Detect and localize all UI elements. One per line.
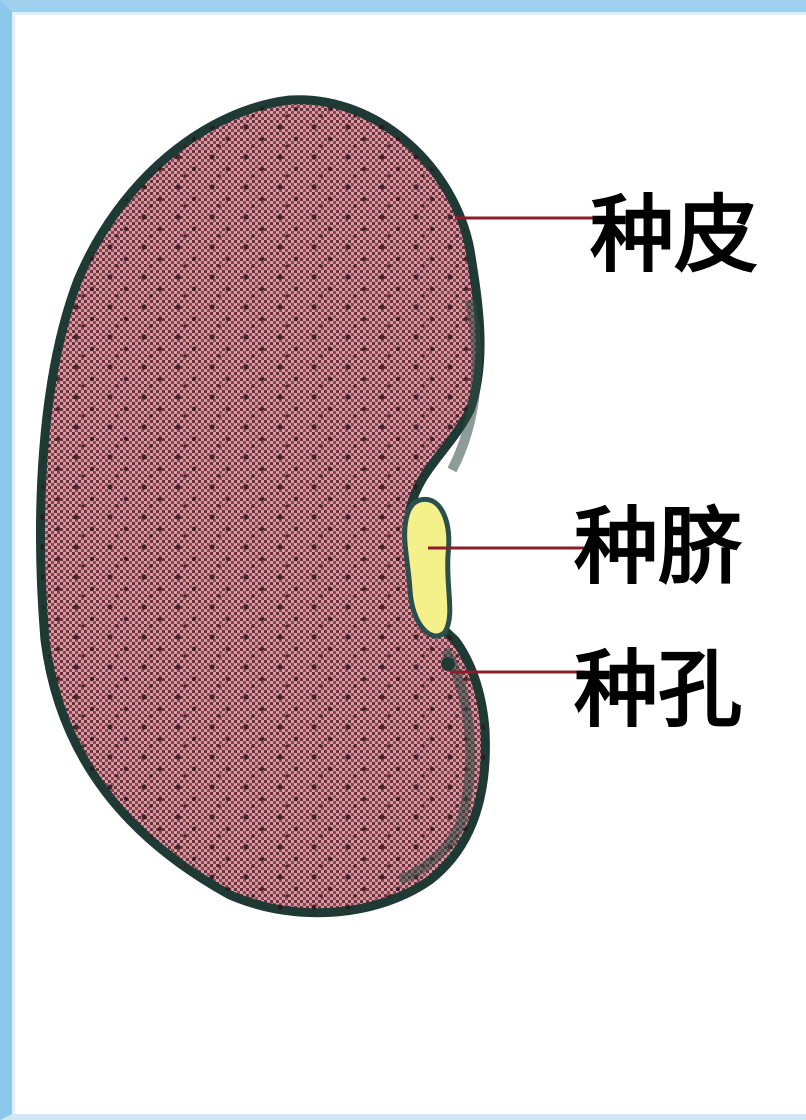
seed-coat-label: 种皮 bbox=[590, 186, 759, 284]
hilum-label: 种脐 bbox=[574, 498, 743, 596]
micropyle-dot bbox=[441, 657, 455, 671]
micropyle-label: 种孔 bbox=[574, 641, 743, 739]
seed-speckles bbox=[40, 99, 486, 913]
seed-rim-shadow bbox=[398, 299, 482, 885]
hilum-shape bbox=[402, 496, 453, 639]
slide-frame-inner bbox=[12, 12, 806, 1114]
